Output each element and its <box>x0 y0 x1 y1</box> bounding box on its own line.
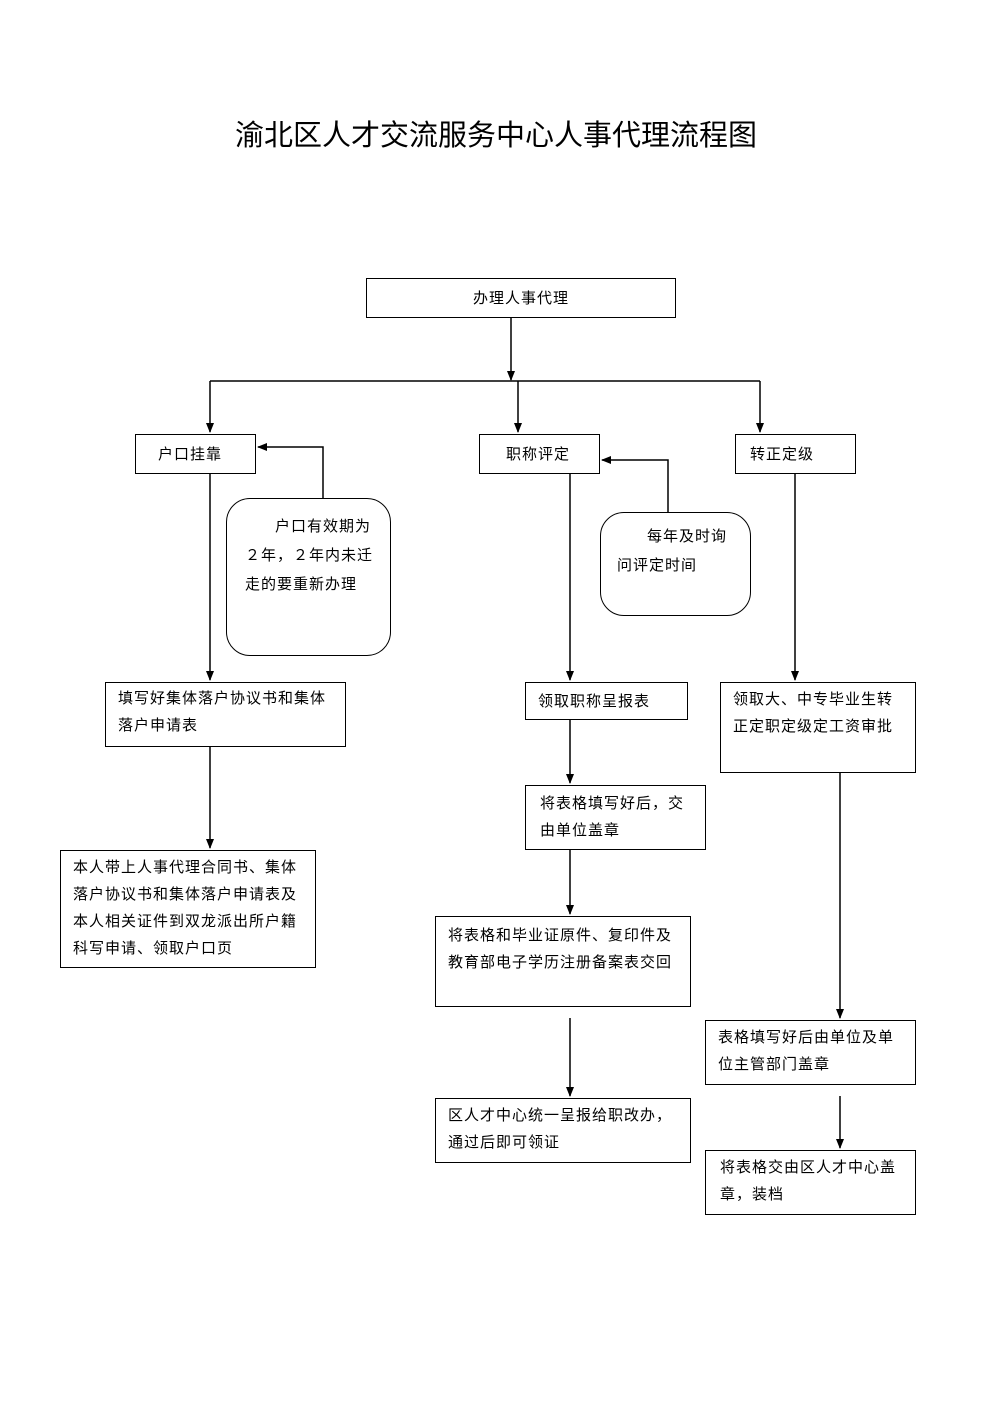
note-title-timing-text: 每年及时询问评定时间 <box>617 527 728 574</box>
node-hukou-step1: 填写好集体落户协议书和集体落户申请表 <box>105 682 346 747</box>
node-hukou-step1-text: 填写好集体落户协议书和集体落户申请表 <box>118 689 327 734</box>
note-title-timing: 每年及时询问评定时间 <box>600 512 751 616</box>
node-hukou-step2-text: 本人带上人事代理合同书、集体落户协议书和集体落户申请表及本人相关证件到双龙派出所… <box>73 858 298 957</box>
node-title-step4: 区人才中心统一呈报给职改办，通过后即可领证 <box>435 1098 691 1163</box>
node-hukou-step2: 本人带上人事代理合同书、集体落户协议书和集体落户申请表及本人相关证件到双龙派出所… <box>60 850 316 968</box>
node-title-step1: 领取职称呈报表 <box>525 682 688 720</box>
node-title-eval-label: 职称评定 <box>506 445 571 463</box>
node-title-step1-text: 领取职称呈报表 <box>538 692 651 710</box>
node-title-eval: 职称评定 <box>479 434 600 474</box>
node-start: 办理人事代理 <box>366 278 676 318</box>
node-title-step2: 将表格填写好后，交由单位盖章 <box>525 785 706 850</box>
note-hukou-validity-text: 户口有效期为２年，２年内未迁走的要重新办理 <box>245 517 374 593</box>
node-title-step2-text: 将表格填写好后，交由单位盖章 <box>540 794 685 839</box>
node-title-step4-text: 区人才中心统一呈报给职改办，通过后即可领证 <box>448 1106 673 1151</box>
node-regular-step1-text: 领取大、中专毕业生转正定职定级定工资审批 <box>733 690 894 735</box>
node-start-label: 办理人事代理 <box>472 289 569 307</box>
node-title-step3-text: 将表格和毕业证原件、复印件及教育部电子学历注册备案表交回 <box>448 926 673 971</box>
node-regular-step1: 领取大、中专毕业生转正定职定级定工资审批 <box>720 682 916 773</box>
node-regular-step3: 将表格交由区人才中心盖章，装档 <box>705 1150 916 1215</box>
page-title: 渝北区人才交流服务中心人事代理流程图 <box>234 118 757 152</box>
node-title-step3: 将表格和毕业证原件、复印件及教育部电子学历注册备案表交回 <box>435 916 691 1007</box>
node-hukou: 户口挂靠 <box>135 434 256 474</box>
arrow-note-to-hukou <box>257 443 324 498</box>
node-regular-label: 转正定级 <box>750 445 815 463</box>
node-regular: 转正定级 <box>735 434 856 474</box>
node-regular-step3-text: 将表格交由区人才中心盖章，装档 <box>720 1158 897 1203</box>
node-regular-step2: 表格填写好后由单位及单位主管部门盖章 <box>705 1020 916 1085</box>
node-regular-step2-text: 表格填写好后由单位及单位主管部门盖章 <box>718 1028 895 1073</box>
node-hukou-label: 户口挂靠 <box>158 445 223 463</box>
arrow-note-to-title <box>601 456 669 512</box>
note-hukou-validity: 户口有效期为２年，２年内未迁走的要重新办理 <box>226 498 391 656</box>
